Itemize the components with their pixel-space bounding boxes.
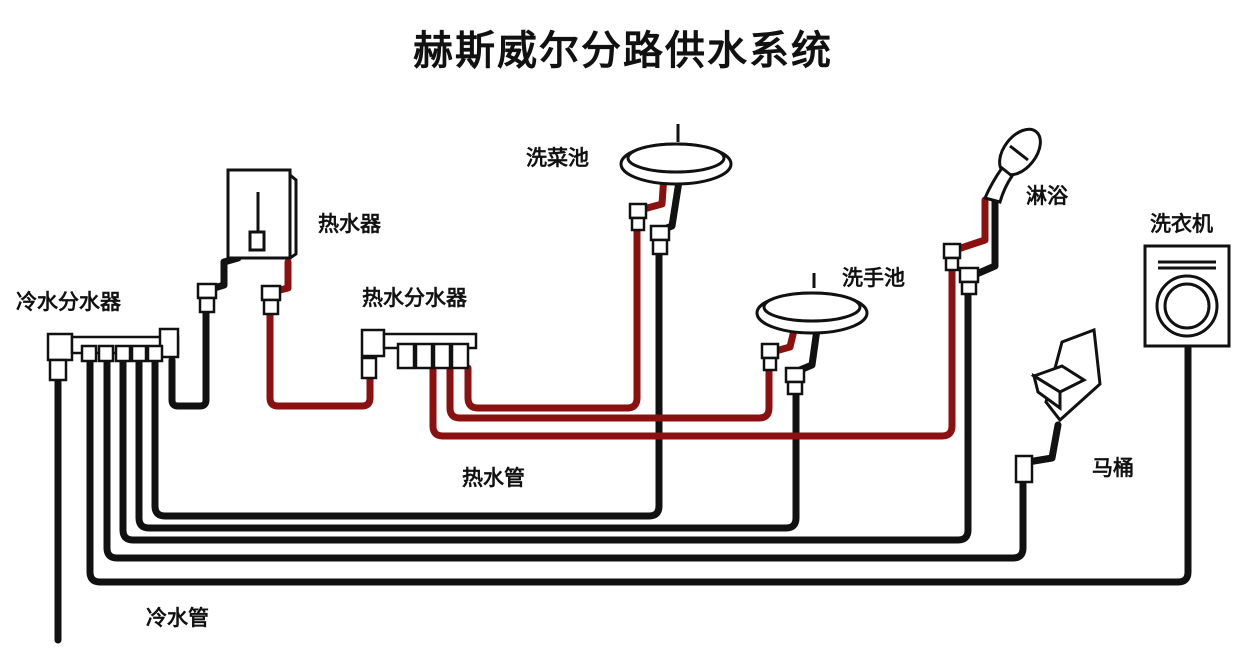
valve-shower-cold (958, 266, 980, 284)
label-hot-pipe: 热水管 (462, 466, 525, 490)
cold-pipe-kitchen-sink (151, 248, 663, 520)
diagram-title: 赫斯威尔分路供水系统 (413, 28, 833, 74)
water-heater-icon (226, 168, 298, 260)
valve-heater-cold (196, 282, 218, 300)
cold-pipe-washing-machine (86, 344, 1192, 586)
valve-basin-cold (784, 366, 806, 384)
kitchen-sink-icon (619, 124, 733, 186)
shower-inner-hot (951, 196, 989, 254)
label-water-heater: 热水器 (318, 212, 381, 236)
washing-machine-icon (1143, 244, 1231, 348)
cold-pipe-wash-basin (135, 356, 800, 532)
label-washing-machine: 洗衣机 (1150, 212, 1213, 236)
hot-pipe-heater-to-manifold (266, 308, 374, 410)
cold-manifold (46, 327, 180, 382)
label-kitchen-sink: 洗菜池 (526, 146, 589, 170)
valve-sink-hot (628, 202, 648, 220)
toilet-inner-cold (1024, 421, 1062, 466)
valve-sink-cold (649, 224, 671, 242)
label-toilet: 马桶 (1092, 456, 1134, 480)
wash-basin-icon (755, 273, 869, 335)
valve-basin-hot (760, 342, 780, 360)
valve-shower-hot (942, 242, 962, 260)
label-hot-manifold: 热水分水器 (362, 286, 467, 310)
valves (196, 202, 1034, 484)
shower-inner-cold (968, 196, 999, 280)
valve-toilet (1014, 454, 1034, 484)
cold-pipe-toilet (103, 356, 1027, 562)
toilet-icon (1030, 327, 1102, 423)
hot-pipe-wash-basin (446, 362, 773, 422)
shower-head-icon (982, 127, 1042, 204)
label-cold-manifold: 冷水分水器 (16, 290, 121, 314)
cold-pipe-water-heater (168, 306, 210, 410)
label-wash-basin: 洗手池 (842, 266, 905, 290)
cold-pipe-shower (119, 288, 972, 544)
hot-manifold (360, 328, 478, 380)
hot-pipe-shower (429, 266, 956, 440)
label-cold-pipe: 冷水管 (146, 606, 209, 630)
label-shower: 淋浴 (1026, 184, 1068, 208)
valve-heater-hot (260, 284, 282, 302)
hot-pipe-kitchen-sink (464, 222, 641, 412)
